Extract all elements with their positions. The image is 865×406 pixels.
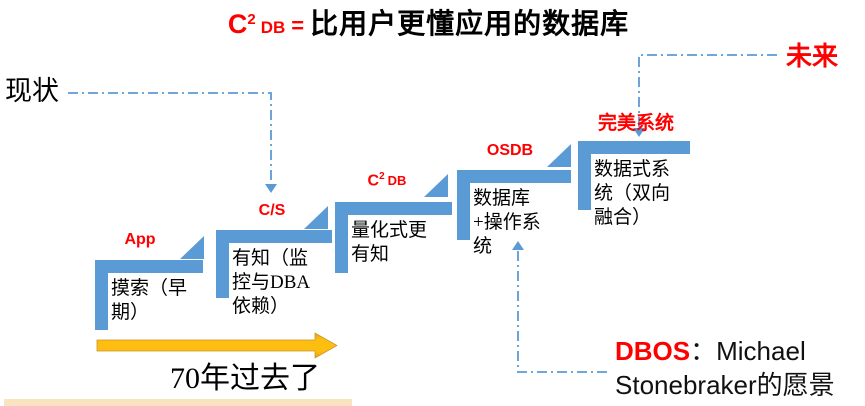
step-text: 数据库+操作系统 [473, 188, 541, 257]
present-dashdot-connector [68, 92, 272, 184]
title-c2db-c: C [227, 9, 248, 39]
dbos-line2: Stonebraker的愿景 [615, 370, 835, 400]
ramp-triangle-icon [424, 174, 448, 197]
step-text: 摸索（早期） [111, 278, 188, 323]
dbos-line1-rest: ：Michael [690, 336, 806, 366]
step-text: 有知（监控与DBA依赖） [232, 248, 311, 317]
title-text: 比用户更懂应用的数据库 [310, 9, 630, 40]
label-c: C [367, 172, 380, 190]
ramp-triangle-icon [547, 144, 571, 167]
dbos-name: DBOS [615, 336, 691, 366]
label-sup: 2 [379, 171, 385, 182]
step-label-cs: C/S [258, 202, 286, 219]
step-perfect-system: 数据式系统（双向融合） [578, 141, 690, 228]
future-label: 未来 [786, 42, 839, 71]
title-c2db-db: DB [260, 18, 286, 37]
step-osdb: 数据库+操作系统 [457, 170, 571, 257]
step-label-perfect-system: 完美系统 [597, 113, 674, 134]
step-text: 数据式系统（双向融合） [594, 159, 671, 228]
step-cs: 有知（监控与DBA依赖） [216, 230, 332, 317]
step-text: 量化式更有知 [351, 220, 428, 265]
step-c2db: 量化式更有知 [335, 202, 452, 273]
title-c2db-sup: 2 [247, 11, 256, 28]
dbos-caption: DBOS：Michael Stonebraker的愿景 [615, 334, 835, 402]
ramp-triangle-icon [180, 236, 204, 259]
arrow-down-icon [265, 184, 277, 193]
dbos-dashdot-connector [517, 250, 607, 373]
ramp-triangle-icon [304, 206, 328, 229]
bottom-strip [4, 399, 352, 406]
title-equals: = [291, 13, 305, 38]
timeline-label: 70年过去了 [170, 362, 320, 395]
present-state-label: 现状 [5, 76, 59, 106]
step-app: 摸索（早期） [95, 260, 203, 330]
label-db: DB [387, 173, 407, 189]
step-label-osdb: OSDB [486, 142, 534, 159]
step-label-app: App [124, 231, 156, 248]
